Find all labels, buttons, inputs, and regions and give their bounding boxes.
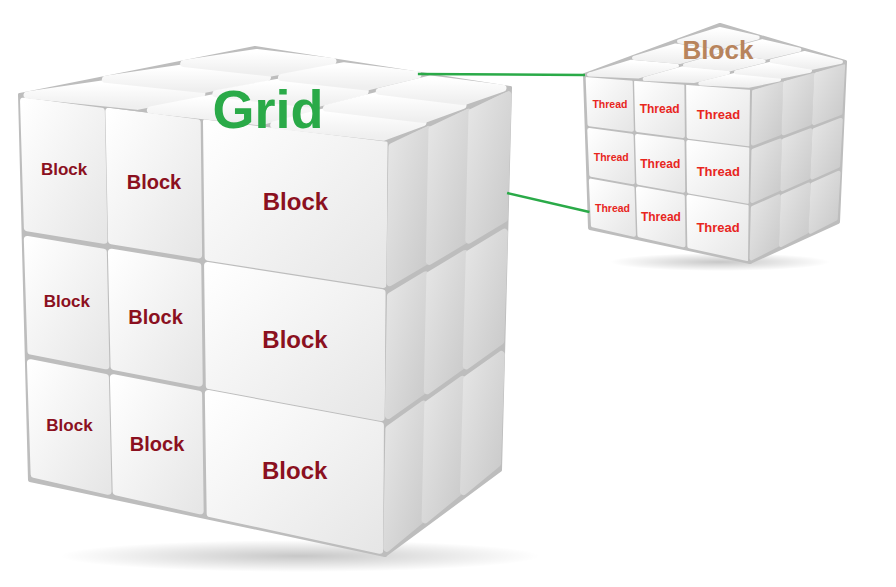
cube-cell: Thread [694,103,743,125]
cube-tile [782,130,810,189]
node-label: Block [128,306,182,328]
cube-tile [589,130,633,182]
node-label: Block [127,171,181,193]
cube-tile [781,185,809,245]
cube-tile [113,378,200,511]
cube-tile [390,129,428,282]
cube-cell: Thread [637,97,683,119]
cube-tile [688,142,748,202]
cube-tile [688,86,749,145]
node-label: Grid [212,80,323,139]
cube-cell: Block [127,431,187,457]
cube-tile [812,120,841,177]
node-label: Thread [594,152,629,164]
cube-cell: Thread [592,196,633,218]
cube-tile [463,354,501,491]
cube-tile [379,79,503,102]
cube-cell: Thread [638,205,684,227]
cube-tile [814,66,843,124]
cube-cell: Thread [637,152,683,174]
cube-tile [388,275,425,416]
cube-face [385,88,510,555]
cube-cell: Thread [591,145,632,167]
node-label: Block [262,327,327,353]
cube-tile [753,83,781,144]
cube-cell: Block [259,456,330,486]
cube-tile [387,404,424,548]
node-label: Block [683,36,754,65]
cube-tile [752,196,779,258]
node-label: Thread [640,158,680,171]
cube-tile [208,394,380,551]
cube-tile [27,240,106,366]
cube-face [20,48,510,140]
cube-cell: Thread [694,160,743,182]
connector-line [507,193,589,212]
cube-cell: Block [41,291,93,314]
cube-tile [109,111,199,255]
cube-tile [469,95,508,240]
node-label: Thread [697,165,740,179]
cube-tile [429,112,468,261]
node-label: Thread [641,211,681,224]
cube-tile [207,122,385,285]
cube-cell: Block [125,304,185,330]
cube-tile [636,82,683,136]
node-label: Thread [640,103,680,116]
cube-tile [425,379,462,520]
cube-figure [20,48,540,572]
cube-tile [810,173,838,232]
cube-node: BlockThreadThreadThreadThreadThreadThrea… [585,22,847,264]
node-label: Block [130,433,184,455]
cube-tile [427,254,465,391]
connector-line [418,74,585,75]
node-label: Block [262,458,327,484]
cube-tile [588,78,632,130]
node-label: Block [263,189,328,215]
cube-tile [772,53,841,68]
cube-tile [638,188,684,245]
cube-tile [591,181,634,235]
cube-cell: Block [260,187,331,217]
node-label: Thread [697,108,740,122]
cube-cell: Block [259,325,330,355]
cube-shadow [60,540,540,572]
node-label: Thread [592,99,627,111]
cube-tile [689,197,748,259]
cube-cell: Block [124,169,184,195]
cube-cell: Block [43,415,95,438]
node-label: Block [46,417,92,436]
cube-figure [585,25,845,271]
cube-tile [466,232,504,366]
cube-tile [752,141,780,201]
cube-tile [30,363,108,491]
cube-tile [24,101,104,240]
cube-cell: Thread [693,216,742,238]
cube-face [750,62,845,262]
cube-face [585,25,845,88]
cube-cell: Block [38,159,90,182]
cube-face [585,75,752,262]
node-label: Thread [595,203,630,215]
node-label: Block [41,161,87,180]
cube-tile [637,136,683,191]
cube-face [20,95,390,555]
node-label: Block [44,293,90,312]
cube-tile [111,252,199,383]
node-label: Thread [696,221,739,235]
cube-node: GridBlockBlockBlockBlockBlockBlockBlockB… [20,40,510,555]
cube-tile [783,74,812,133]
cube-cell: Thread [589,92,630,114]
